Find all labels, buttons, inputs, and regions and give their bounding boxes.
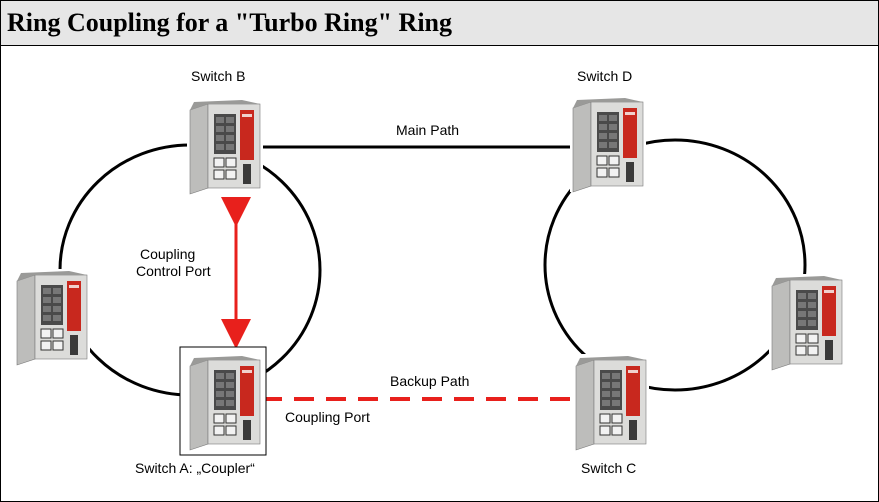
switch-c-label: Switch C [581, 460, 636, 476]
coupling-control-label-line1: Coupling [140, 246, 195, 262]
switch-d-device [570, 96, 646, 193]
diagram-title: Ring Coupling for a "Turbo Ring" Ring [7, 8, 452, 37]
title-bar: Ring Coupling for a "Turbo Ring" Ring [1, 1, 878, 46]
switch-c-device [573, 354, 649, 451]
switch-b-label: Switch B [191, 68, 245, 84]
right-ring-switch-device [769, 274, 845, 371]
coupling-control-label-line2: Control Port [136, 263, 211, 279]
backup-path-label: Backup Path [390, 373, 469, 389]
switch-d-label: Switch D [577, 68, 632, 84]
switch-b-device [187, 98, 263, 195]
switch-a-coupler-device [179, 346, 267, 456]
right-ring [543, 138, 807, 392]
left-ring-switch-device [14, 269, 90, 366]
main-path-label: Main Path [396, 122, 459, 138]
switch-a-label: Switch A: „Coupler“ [135, 460, 255, 476]
coupling-port-label: Coupling Port [285, 409, 370, 425]
